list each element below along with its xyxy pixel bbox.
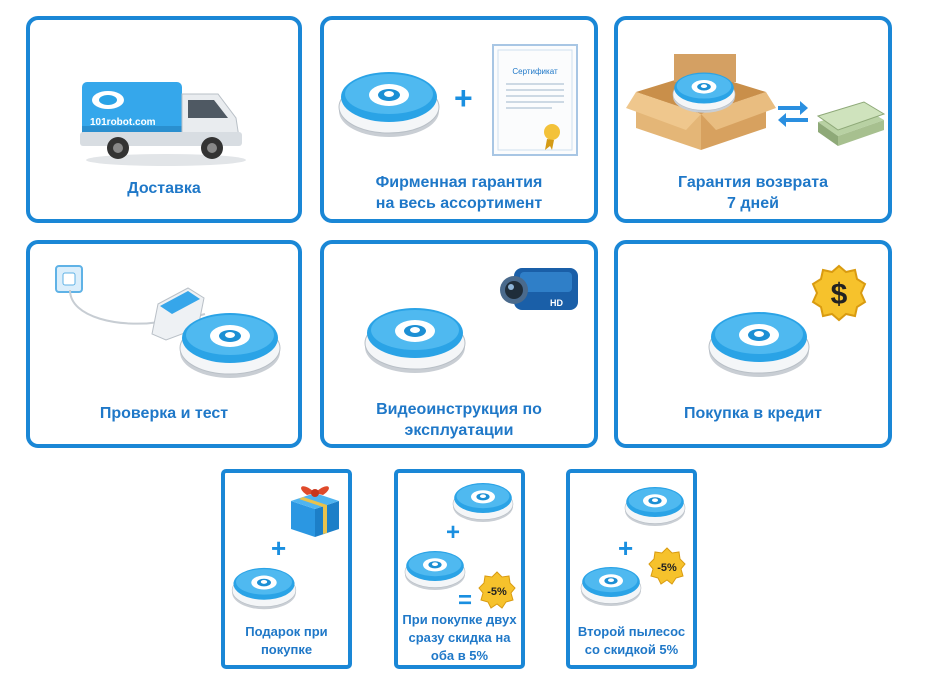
svg-text:-5%: -5%	[487, 586, 507, 598]
plus-icon: +	[446, 519, 461, 546]
video-camera-icon: HD	[500, 268, 578, 310]
svg-text:-5%: -5%	[657, 562, 677, 574]
certificate-icon: Сертификат	[492, 44, 578, 156]
money-icon	[816, 101, 886, 146]
dollar-coin-icon: $	[811, 264, 867, 322]
robot-vacuum-icon	[364, 307, 466, 374]
plus-icon: +	[618, 533, 634, 563]
robot-vacuum-icon	[179, 312, 281, 379]
svg-text:101robot.com: 101robot.com	[90, 117, 156, 128]
robot-vacuum-icon	[338, 71, 440, 138]
test-card[interactable]: Проверка и тест	[26, 240, 302, 448]
discount-badge-icon: -5%	[648, 547, 686, 585]
plus-icon: +	[271, 533, 287, 563]
svg-text:$: $	[831, 278, 848, 311]
robot-vacuum-icon	[452, 482, 514, 523]
robot-vacuum-icon	[708, 311, 810, 378]
discount-badge-icon: -5%	[478, 571, 516, 609]
truck-icon: 101robot.com	[80, 82, 246, 166]
credit-label: Покупка в кредит	[684, 405, 822, 422]
equals-icon: =	[458, 587, 473, 614]
exchange-arrows-icon	[778, 101, 808, 127]
test-label: Проверка и тест	[99, 405, 229, 422]
robot-vacuum-icon	[404, 550, 466, 591]
credit-card[interactable]: $ Покупка в кредит	[614, 240, 892, 448]
gift-icon	[291, 486, 339, 537]
robot-vacuum-icon	[624, 486, 686, 527]
plus-icon: +	[454, 80, 473, 116]
robot-vacuum-icon	[231, 567, 297, 610]
delivery-label: Доставка	[127, 180, 201, 197]
box-icon	[626, 54, 776, 150]
power-outlet-icon	[55, 265, 83, 293]
delivery-card[interactable]: 101robot.com Доставка	[26, 16, 302, 223]
svg-text:HD: HD	[550, 298, 563, 308]
robot-vacuum-icon	[580, 566, 642, 607]
svg-text:Сертификат: Сертификат	[512, 67, 558, 76]
